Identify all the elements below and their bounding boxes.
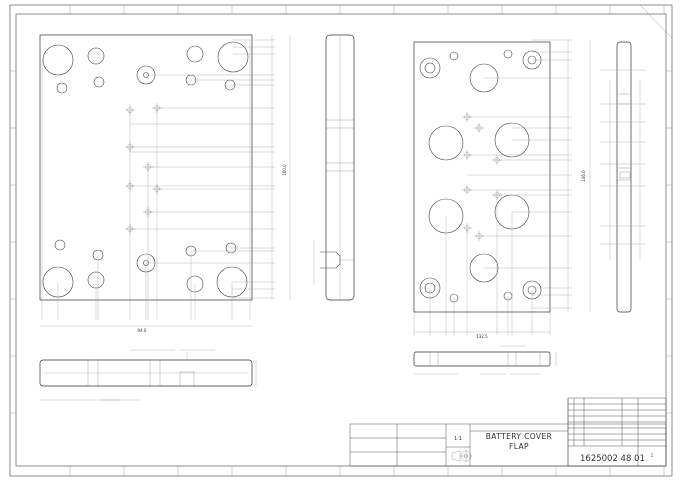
hole — [419, 57, 441, 79]
right-plate-outline — [413, 41, 551, 313]
hole — [503, 49, 513, 59]
hole — [56, 82, 68, 94]
drawing-number: 1625002 48 01 — [580, 454, 645, 464]
left-height-dimension: 160.0 — [282, 164, 287, 176]
right-height-dimension: 146.0 — [581, 170, 586, 182]
hole — [42, 44, 74, 76]
outer-frame — [9, 4, 673, 477]
hole — [217, 41, 249, 73]
right-front-view: 132.5 146.0 — [413, 39, 591, 339]
left-bottom-view — [39, 349, 257, 401]
hole — [449, 51, 459, 61]
hole — [186, 45, 204, 63]
left-side-view — [313, 34, 355, 301]
hole — [428, 125, 464, 161]
sheet-number: 1 — [651, 453, 654, 458]
right-section-profile — [413, 351, 551, 367]
scale-value: 1:1 — [454, 436, 462, 442]
hole — [93, 76, 105, 88]
left-width-dimension: 94.0 — [138, 328, 147, 333]
inner-frame — [15, 13, 667, 467]
hole — [54, 239, 66, 251]
left-front-view: 94.0 160.0 — [39, 34, 291, 333]
title-block: 1:1 BATTERY COVER FLAP 1625002 48 01 1 — [349, 397, 667, 467]
right-width-dimension: 132.5 — [476, 334, 488, 339]
corner-mark — [639, 4, 673, 39]
right-side-view — [600, 41, 646, 313]
drawing-title-line2: FLAP — [509, 442, 529, 451]
zone-ticks — [10, 5, 672, 476]
drawing-title-line1: BATTERY COVER — [486, 432, 552, 441]
projection-symbol — [451, 450, 472, 462]
right-side-profile — [616, 41, 632, 313]
hole — [87, 47, 105, 65]
right-bottom-view — [413, 345, 557, 375]
